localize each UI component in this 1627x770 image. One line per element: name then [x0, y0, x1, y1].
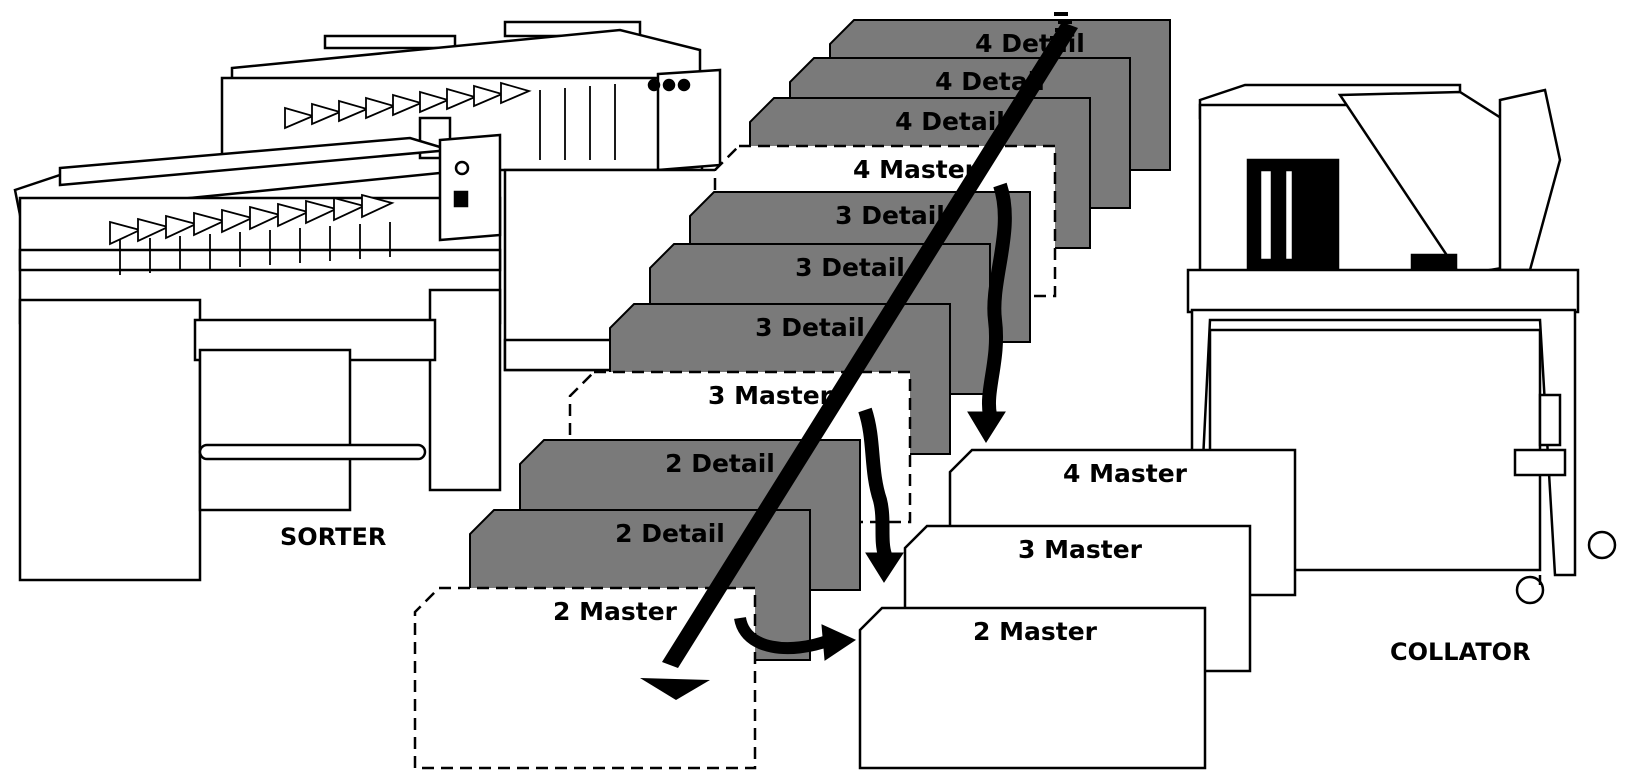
card-label: 2 Master — [973, 617, 1098, 646]
card-flow-arrow — [640, 12, 1078, 700]
card-label: 4 Detail — [895, 107, 1005, 136]
card-label: 3 Detail — [835, 201, 945, 230]
sorter-front-unit — [13, 116, 502, 582]
sorter-label: SORTER — [280, 523, 386, 551]
master-card: 2 Master — [413, 586, 757, 770]
card-label: 2 Master — [553, 597, 678, 626]
card-label: 2 Detail — [665, 449, 775, 478]
card-label: 3 Master — [1018, 535, 1143, 564]
master-pull-arrows — [734, 182, 1012, 661]
card-label: 2 Detail — [615, 519, 725, 548]
card-label: 4 Master — [1063, 459, 1188, 488]
card-label: 4 Master — [853, 155, 978, 184]
card-label: 3 Detail — [795, 253, 905, 282]
pulled-master-cards: 4 Master 3 Master 2 Master — [858, 448, 1297, 770]
pulled-master-card: 2 Master — [858, 606, 1207, 770]
collator-machine-icon — [1186, 83, 1617, 605]
collator-label: COLLATOR — [1390, 638, 1531, 666]
card-label: 3 Detail — [755, 313, 865, 342]
card-label: 3 Master — [708, 381, 833, 410]
